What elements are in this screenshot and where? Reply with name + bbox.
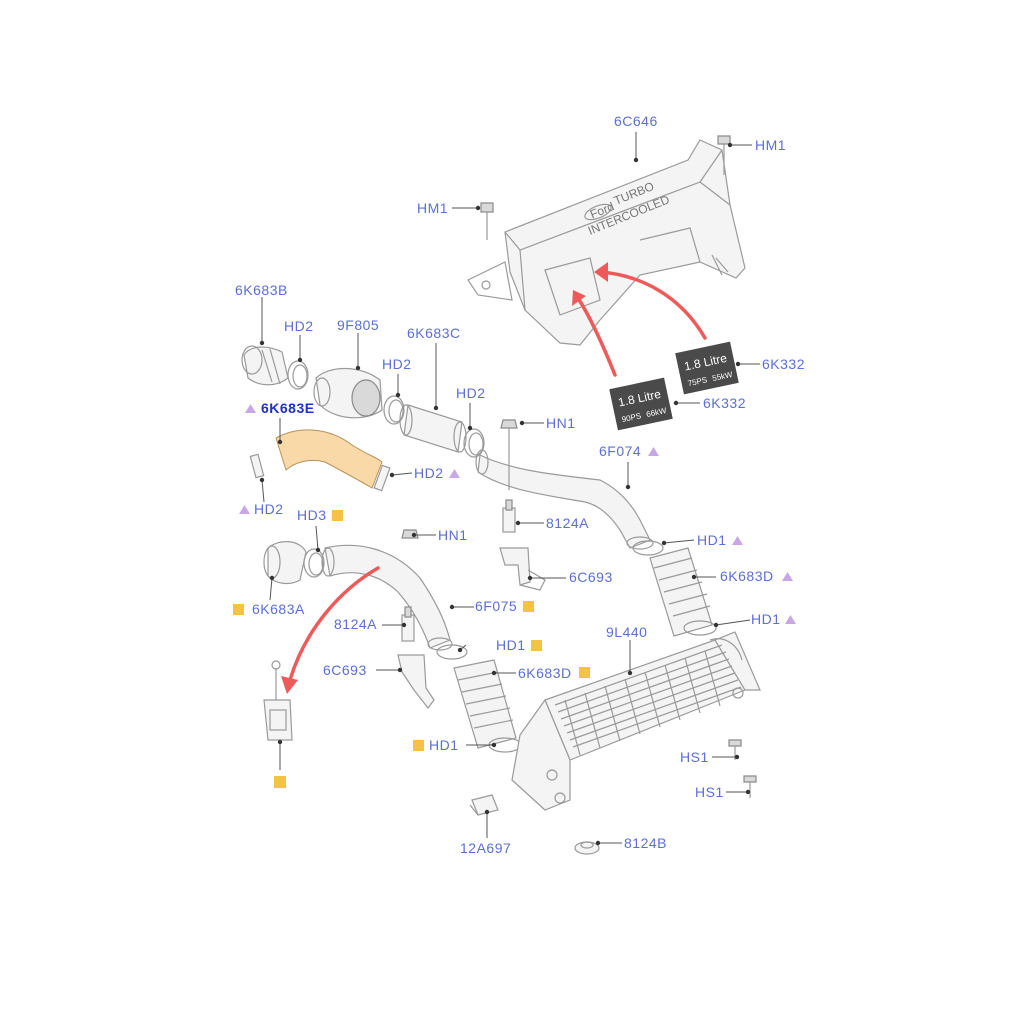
label-6k683d-a[interactable]: 6K683D bbox=[720, 568, 774, 584]
sensor-location-arrow bbox=[281, 566, 380, 694]
triangle-marker-hd1-upper-2 bbox=[785, 615, 796, 624]
label-6c693-b[interactable]: 6C693 bbox=[323, 662, 367, 678]
square-marker-6f075 bbox=[523, 601, 534, 612]
clamp-hd1-upper[interactable] bbox=[632, 540, 664, 556]
label-9l440[interactable]: 9L440 bbox=[606, 624, 647, 640]
bracket-6c693-lower[interactable] bbox=[397, 654, 435, 709]
label-hd2-d[interactable]: HD2 bbox=[414, 465, 444, 481]
label-8124a-a[interactable]: 8124A bbox=[546, 515, 589, 531]
triangle-marker-6k683e bbox=[245, 404, 256, 413]
boost-sensor-bracket[interactable] bbox=[263, 660, 293, 741]
grommet-8124b[interactable] bbox=[574, 841, 600, 855]
nut-hn1-upper[interactable] bbox=[500, 419, 518, 490]
square-marker-hd1-lower bbox=[531, 640, 542, 651]
hose-6k683a[interactable] bbox=[263, 541, 307, 585]
tube-6k683c[interactable] bbox=[399, 404, 467, 453]
hose-6k683d-upper[interactable] bbox=[649, 547, 713, 637]
clamp-hd3[interactable] bbox=[303, 548, 325, 578]
label-hd1-b[interactable]: HD1 bbox=[751, 611, 781, 627]
label-hd1-d[interactable]: HD1 bbox=[429, 737, 459, 753]
label-hm1-left[interactable]: HM1 bbox=[417, 200, 448, 216]
intercooler-9l440[interactable] bbox=[511, 631, 761, 811]
label-8124b[interactable]: 8124B bbox=[624, 835, 667, 851]
square-marker-hd3 bbox=[332, 510, 343, 521]
sensor-12a697[interactable] bbox=[469, 794, 499, 816]
label-6k332-a[interactable]: 6K332 bbox=[762, 356, 805, 372]
label-6f074[interactable]: 6F074 bbox=[599, 443, 641, 459]
clamp-hd2-mid[interactable] bbox=[383, 395, 405, 425]
label-9f805[interactable]: 9F805 bbox=[337, 317, 379, 333]
label-hd2-b[interactable]: HD2 bbox=[382, 356, 412, 372]
label-6c693-a[interactable]: 6C693 bbox=[569, 569, 613, 585]
square-marker-hd1-lower-2 bbox=[413, 740, 424, 751]
label-hd2-e[interactable]: HD2 bbox=[254, 501, 284, 517]
label-12a697[interactable]: 12A697 bbox=[460, 840, 511, 856]
badge-6k332-90ps[interactable]: 1.8 Litre 90PS 66kW bbox=[609, 377, 673, 431]
hose-6k683d-lower[interactable] bbox=[453, 659, 517, 749]
square-marker-sensor-bracket bbox=[274, 776, 286, 788]
triangle-marker-hd1-upper bbox=[732, 536, 743, 545]
hose-6k683b[interactable] bbox=[241, 345, 289, 386]
label-6k683c[interactable]: 6K683C bbox=[407, 325, 461, 341]
badge-75-kw: 55kW bbox=[711, 370, 733, 383]
clamp-hd1-upper-2[interactable] bbox=[683, 620, 717, 636]
label-hn1-a[interactable]: HN1 bbox=[546, 415, 576, 431]
bracket-6c693-upper[interactable] bbox=[499, 547, 546, 591]
triangle-marker-hd2-left bbox=[239, 505, 250, 514]
leader-dots bbox=[259, 142, 751, 846]
label-hd1-a[interactable]: HD1 bbox=[697, 532, 727, 548]
label-hs1-b[interactable]: HS1 bbox=[695, 784, 724, 800]
label-8124a-b[interactable]: 8124A bbox=[334, 616, 377, 632]
leader-lines bbox=[261, 132, 760, 844]
label-hs1-a[interactable]: HS1 bbox=[680, 749, 709, 765]
pipe-6f075[interactable] bbox=[321, 544, 453, 651]
badge-90-ps: 90PS bbox=[621, 411, 642, 424]
square-marker-6k683d-lower bbox=[579, 667, 590, 678]
badge-6k332-75ps[interactable]: 1.8 Litre 75PS 55kW bbox=[675, 341, 739, 395]
label-6k683b[interactable]: 6K683B bbox=[235, 282, 288, 298]
resonator-9f805[interactable] bbox=[313, 367, 383, 419]
markers bbox=[233, 404, 796, 788]
hose-6k683e-selected[interactable] bbox=[275, 429, 383, 489]
clip-hd2-6k683e-left[interactable] bbox=[249, 453, 265, 479]
mount-8124a-lower[interactable] bbox=[401, 606, 415, 642]
mount-8124a-upper[interactable] bbox=[502, 499, 516, 533]
label-6c646[interactable]: 6C646 bbox=[614, 113, 658, 129]
label-6f075[interactable]: 6F075 bbox=[475, 598, 517, 614]
label-6k332-b[interactable]: 6K332 bbox=[703, 395, 746, 411]
label-hd3[interactable]: HD3 bbox=[297, 507, 327, 523]
badge-90-kw: 66kW bbox=[645, 406, 667, 419]
engine-cover-6c646[interactable]: Ford TURBO INTERCOOLED bbox=[467, 139, 746, 346]
label-6k683a[interactable]: 6K683A bbox=[252, 601, 305, 617]
part-labels: 6C646 HM1 HM1 6K683B HD2 9F805 6K683C HD… bbox=[235, 113, 805, 856]
triangle-marker-6k683d-upper bbox=[782, 572, 793, 581]
label-hn1-b[interactable]: HN1 bbox=[438, 527, 468, 543]
badge-75-ps: 75PS bbox=[687, 375, 708, 388]
screw-hs1-lower[interactable] bbox=[743, 775, 757, 798]
triangle-marker-6f074 bbox=[648, 447, 659, 456]
square-marker-6k683a bbox=[233, 604, 244, 615]
label-hd2-a[interactable]: HD2 bbox=[284, 318, 314, 334]
label-6k683e-selected[interactable]: 6K683E bbox=[261, 400, 315, 416]
clip-hd2-6k683e-right[interactable] bbox=[373, 464, 391, 492]
pipe-6f074[interactable] bbox=[475, 449, 654, 550]
bolt-hm1-left[interactable] bbox=[480, 202, 494, 240]
label-hm1-top[interactable]: HM1 bbox=[755, 137, 786, 153]
clamp-hd2-left[interactable] bbox=[287, 360, 309, 390]
clamp-hd1-lower[interactable] bbox=[436, 644, 468, 660]
label-hd1-c[interactable]: HD1 bbox=[496, 637, 526, 653]
triangle-marker-hd2-right bbox=[449, 469, 460, 478]
clamp-hd2-right[interactable] bbox=[463, 428, 485, 458]
badge-placement-arrows bbox=[572, 262, 707, 377]
label-hd2-c[interactable]: HD2 bbox=[456, 385, 486, 401]
intercooler-fins bbox=[554, 644, 742, 756]
label-6k683d-b[interactable]: 6K683D bbox=[518, 665, 572, 681]
